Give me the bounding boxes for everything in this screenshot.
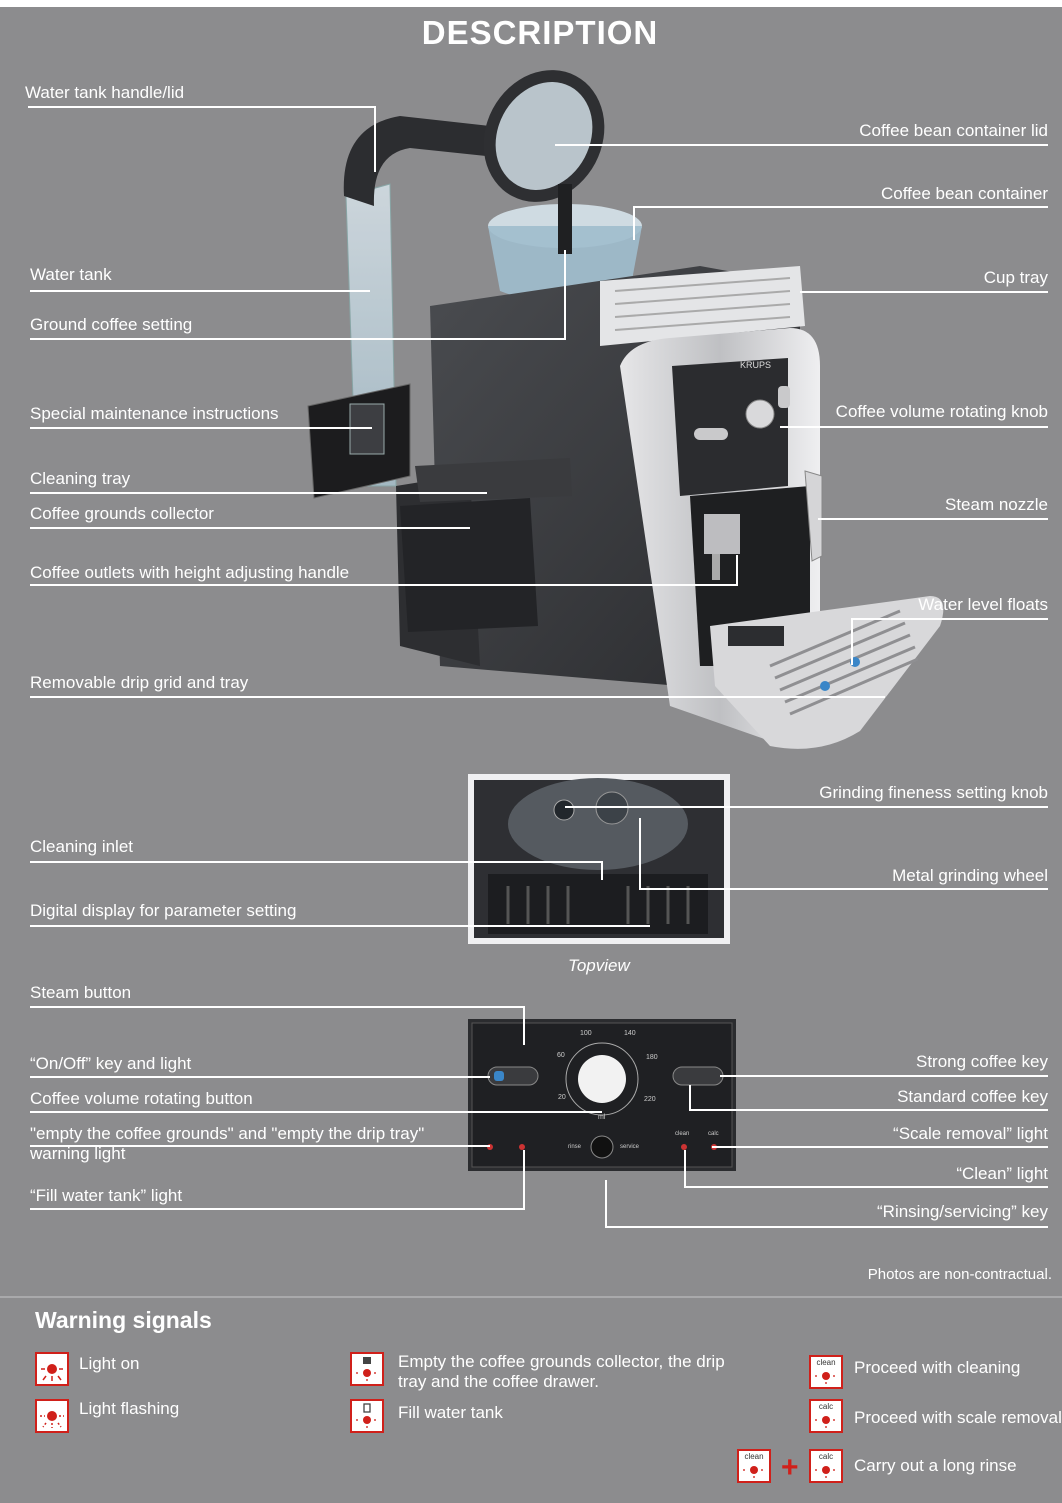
dial-ml: ml [598, 1114, 606, 1121]
calc-icon-text: calc [818, 1402, 834, 1411]
label-outlets: Coffee outlets with height adjusting han… [30, 563, 350, 582]
label-grounds-collector: Coffee grounds collector [30, 504, 214, 523]
label-scale-light: “Scale removal” light [893, 1124, 1048, 1143]
clean-icon-combo: clean [737, 1449, 771, 1483]
label-empty-warning: "empty the coffee grounds" and "empty th… [30, 1124, 425, 1163]
clean-icon: clean [809, 1355, 843, 1389]
plus-sign: + [781, 1451, 799, 1484]
label-ground-setting: Ground coffee setting [30, 315, 193, 334]
dial-20: 20 [558, 1094, 566, 1101]
label-metal-wheel: Metal grinding wheel [892, 866, 1048, 885]
control-panel-photo: 100 140 60 180 20 220 ml rinse service c… [468, 1019, 736, 1171]
dial-180: 180 [646, 1054, 658, 1061]
label-volume-knob: Coffee volume rotating knob [835, 402, 1048, 421]
section-divider [0, 1296, 1062, 1298]
label-volume-button: Coffee volume rotating button [30, 1089, 253, 1108]
disclaimer: Photos are non-contractual. [867, 1266, 1052, 1283]
dial-100: 100 [580, 1030, 592, 1037]
label-drip-grid: Removable drip grid and tray [30, 673, 249, 692]
calc-icon-combo: calc [809, 1449, 843, 1483]
service-text: service [620, 1144, 640, 1150]
light-flashing-text: Light flashing [79, 1399, 180, 1418]
topview-photo [468, 774, 730, 944]
label-maintenance: Special maintenance instructions [30, 404, 279, 423]
label-strong-key: Strong coffee key [916, 1052, 1048, 1071]
label-cleaning-tray: Cleaning tray [30, 469, 131, 488]
label-steam-button: Steam button [30, 983, 132, 1002]
label-water-tank: Water tank [30, 265, 112, 284]
label-steam-nozzle: Steam nozzle [945, 495, 1048, 514]
light-flashing-icon [35, 1399, 69, 1433]
warning-signals-title: Warning signals [35, 1307, 212, 1333]
water-tank-icon [350, 1399, 384, 1433]
empty-grounds-text: Empty the coffee grounds collector, the … [398, 1352, 725, 1391]
topview-caption: Topview [568, 956, 630, 975]
label-grinding-knob: Grinding fineness setting knob [819, 783, 1048, 802]
rinse-text: rinse [568, 1144, 582, 1150]
label-bean-container: Coffee bean container [881, 184, 1048, 203]
label-water-tank-handle: Water tank handle/lid [25, 83, 185, 102]
clean-text: clean [675, 1131, 689, 1137]
clean-icon-text: clean [816, 1358, 836, 1367]
proceed-cleaning-text: Proceed with cleaning [854, 1358, 1021, 1377]
brand-text: KRUPS [740, 360, 771, 370]
proceed-scale-text: Proceed with scale removal [854, 1408, 1062, 1427]
label-rinsing-key: “Rinsing/servicing” key [877, 1202, 1048, 1221]
top-border [0, 0, 1062, 7]
calc-combo-text: calc [818, 1452, 834, 1461]
fill-tank-text: Fill water tank [398, 1403, 503, 1422]
light-on-text: Light on [79, 1354, 140, 1373]
label-on-off: “On/Off” key and light [30, 1054, 192, 1073]
label-fill-water: “Fill water tank” light [30, 1186, 183, 1205]
label-cleaning-inlet: Cleaning inlet [30, 837, 134, 856]
clean-combo-text: clean [744, 1452, 764, 1461]
light-on-icon [35, 1352, 69, 1386]
label-cup-tray: Cup tray [983, 268, 1048, 287]
grounds-collector-icon [350, 1352, 384, 1386]
label-bean-lid: Coffee bean container lid [859, 121, 1048, 140]
label-clean-light: “Clean” light [956, 1164, 1048, 1183]
label-standard-key: Standard coffee key [897, 1087, 1048, 1106]
calc-text: calc [708, 1131, 719, 1137]
long-rinse-text: Carry out a long rinse [854, 1456, 1017, 1475]
label-water-floats: Water level floats [918, 595, 1048, 614]
dial-60: 60 [557, 1052, 565, 1059]
calc-icon: calc [809, 1399, 843, 1433]
machine-photo: KRUPS [307, 70, 944, 749]
page-title: DESCRIPTION [421, 14, 659, 51]
dial-140: 140 [624, 1030, 636, 1037]
label-digital-display: Digital display for parameter setting [30, 901, 297, 920]
dial-220: 220 [644, 1096, 656, 1103]
